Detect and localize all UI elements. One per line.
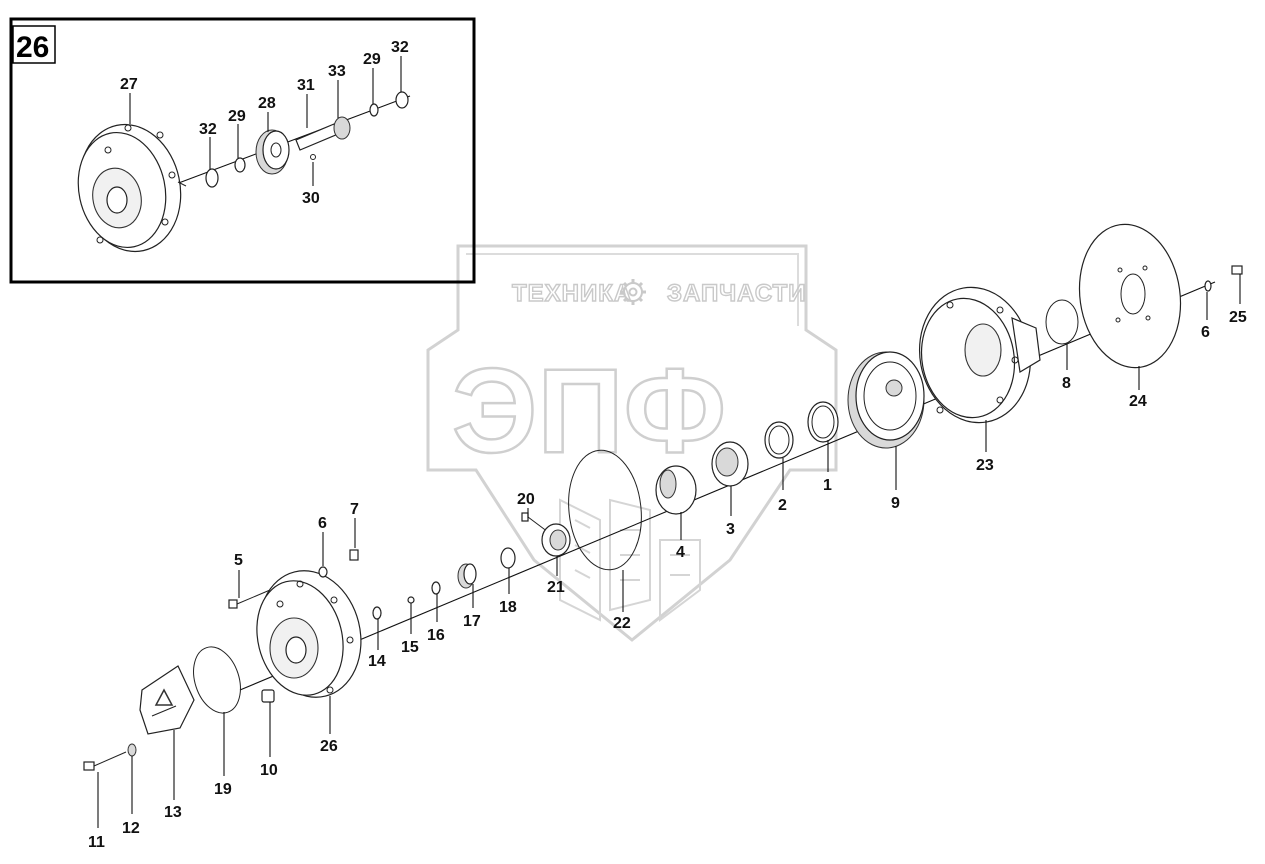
callout-4: 4 (676, 544, 685, 561)
callout-8: 8 (1062, 375, 1071, 392)
inset-label-28: 28 (258, 95, 276, 112)
inset-housing (77, 123, 187, 253)
part-ball-15 (407, 596, 415, 604)
callout-20: 20 (517, 491, 535, 508)
callout-23: 23 (976, 457, 994, 474)
part-bolt-7 (349, 549, 359, 561)
part-washer-12 (127, 743, 137, 757)
part-disc-22 (568, 449, 642, 571)
leader-lines (97, 274, 1241, 828)
watermark-logo: ТЕХНИКА ЗАПЧАСТИ ЭПФ (426, 244, 838, 642)
inset-label-32b: 32 (391, 39, 409, 56)
inset-number: 26 (16, 31, 49, 64)
watermark-text-right: ЗАПЧАСТИ (667, 280, 807, 307)
callout-2: 2 (778, 497, 787, 514)
callout-21: 21 (547, 579, 565, 596)
inset-label-32a: 32 (199, 121, 217, 138)
part-bolt-20 (521, 512, 549, 533)
part-oring-8 (1045, 299, 1079, 345)
part-ring-18 (500, 547, 516, 569)
part-ring-1 (807, 401, 839, 443)
callout-16: 16 (427, 627, 445, 644)
inset-label-27: 27 (120, 76, 138, 93)
callout-19: 19 (214, 781, 232, 798)
gear-icon (620, 279, 646, 305)
part-cover-13 (139, 665, 195, 735)
inset-bearing (333, 116, 351, 140)
inset-shaft (295, 123, 339, 151)
inset-label-29a: 29 (228, 108, 246, 125)
part-washer-6a (318, 566, 328, 578)
part-ring-2 (764, 421, 794, 459)
callout-11: 11 (88, 834, 105, 851)
inset-detail: 26 (9, 17, 476, 284)
callout-6-right: 6 (1201, 324, 1210, 341)
part-bolt-11 (83, 751, 127, 771)
part-cage-21 (541, 523, 571, 557)
inset-washer-32a (205, 168, 219, 188)
part-ring-14 (372, 606, 382, 620)
callout-1: 1 (823, 477, 832, 494)
callout-labels: 1 2 3 4 5 6 7 8 9 10 11 12 13 14 15 16 1… (88, 309, 1247, 851)
watermark-text-left: ТЕХНИКА (512, 280, 632, 307)
inset-washer-32b (395, 91, 409, 109)
callout-7: 7 (350, 501, 359, 518)
callout-3: 3 (726, 521, 735, 538)
callout-12: 12 (122, 820, 140, 837)
part-bearing-4 (655, 465, 697, 515)
part-disc-24 (1078, 223, 1182, 369)
part-plug-10 (261, 689, 275, 703)
part-hub-23 (918, 286, 1041, 424)
callout-9: 9 (891, 495, 900, 512)
callout-26: 26 (320, 738, 338, 755)
callout-6-left: 6 (318, 515, 327, 532)
inset-gear (255, 129, 290, 175)
part-race-3 (711, 441, 749, 487)
part-washer-6b (1204, 280, 1212, 292)
part-gear-17 (457, 563, 477, 589)
callout-24: 24 (1129, 393, 1147, 410)
inset-label-29b: 29 (363, 51, 381, 68)
part-oring-19 (193, 646, 241, 714)
part-ring-gear-9 (847, 351, 925, 449)
watermark-big-text: ЭПФ (452, 344, 726, 478)
part-housing-26 (256, 570, 362, 698)
callout-10: 10 (260, 762, 278, 779)
callout-13: 13 (164, 804, 182, 821)
inset-label-30: 30 (302, 190, 320, 207)
callout-5: 5 (234, 552, 243, 569)
callout-25: 25 (1229, 309, 1247, 326)
callout-17: 17 (463, 613, 481, 630)
callout-22: 22 (613, 615, 631, 632)
callout-14: 14 (368, 653, 386, 670)
part-ring-16 (431, 581, 441, 595)
callout-15: 15 (401, 639, 419, 656)
part-bolt-25 (1231, 265, 1243, 275)
inset-ring-29a (234, 157, 246, 173)
callout-18: 18 (499, 599, 517, 616)
inset-label-31: 31 (297, 77, 315, 94)
inset-label-33: 33 (328, 63, 346, 80)
part-pin-5 (228, 589, 271, 609)
inset-ring-29b (369, 103, 379, 117)
